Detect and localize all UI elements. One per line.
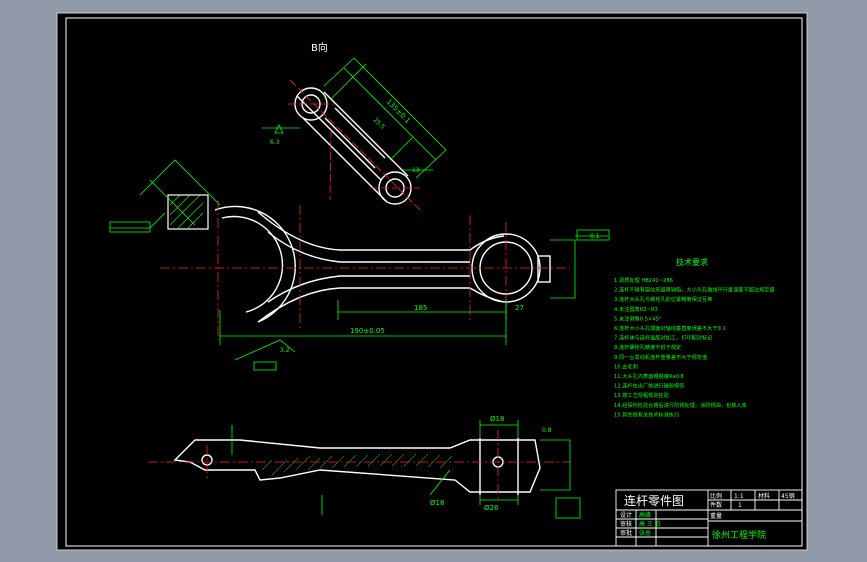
checker-label: 审核 bbox=[620, 520, 632, 528]
section-view-dims bbox=[231, 420, 571, 515]
drawing-name: 连杆零件图 bbox=[624, 493, 684, 508]
tech-requirement-line: 1.调质处理 HB241~286 bbox=[614, 276, 673, 284]
section-view-hatch bbox=[261, 453, 453, 476]
approver-label: 审批 bbox=[620, 529, 632, 537]
title-block: 连杆零件图 比例 1:1 材料 45钢 件数 1 重量 设计 高峰 审核 高 三… bbox=[615, 489, 803, 547]
material-label: 材料 bbox=[758, 492, 770, 500]
tech-requirement-line: 7.连杆体与连杆盖配对加工，打印配对标记 bbox=[614, 334, 712, 342]
dim-bottom-gap: Ø18 bbox=[430, 499, 444, 507]
title-block-grid bbox=[615, 489, 803, 547]
tech-requirement-line: 15.其余按有关技术标准执行 bbox=[614, 410, 679, 418]
tol-small: 0.8 bbox=[542, 427, 552, 434]
weight-label: 重量 bbox=[710, 512, 722, 520]
tech-requirement-line: 4.未注圆角R2~R3 bbox=[614, 305, 658, 313]
tol-main: 0.1 bbox=[590, 233, 600, 240]
checker-value: 高 三 石 bbox=[639, 520, 661, 528]
aux-view-dims bbox=[262, 57, 447, 179]
tech-requirement-line: 8.连杆螺栓孔精度不低于规定 bbox=[614, 343, 681, 351]
dim-bottom-small: Ø18 bbox=[490, 415, 504, 423]
section-view: Ø18 Ø26 Ø18 0.8 bbox=[148, 415, 581, 519]
tech-requirement-line: 3.连杆大头孔与螺栓孔的位置精度保证互换 bbox=[614, 295, 713, 303]
tech-requirement-line: 12.连杆在出厂前进行磁粉探伤 bbox=[614, 382, 685, 390]
dim-top-small: 13 bbox=[412, 167, 420, 174]
section-view-centerlines bbox=[148, 430, 570, 500]
tech-requirement-line: 11.大头孔内表面粗糙度Ra0.8 bbox=[614, 372, 684, 380]
dim-bottom-big: Ø26 bbox=[484, 504, 499, 512]
approver-value: 张总 bbox=[639, 529, 651, 537]
dim-mid-length: 185 bbox=[414, 304, 427, 312]
main-view: 190±0.05 185 27 3.2 0.1 bbox=[109, 159, 610, 371]
roughness-main: 3.2 bbox=[280, 347, 290, 354]
big-end-section bbox=[167, 194, 209, 230]
aux-view-centerlines bbox=[288, 79, 421, 211]
dim-center-distance: 190±0.05 bbox=[350, 327, 385, 335]
gdt-frame-section bbox=[555, 497, 581, 519]
designer-label: 设计 bbox=[620, 511, 632, 519]
tech-requirements: 技术要求 1.调质处理 HB241~286 2.连杆不得有裂纹夹层等缺陷，大小头孔… bbox=[614, 257, 775, 418]
tech-requirement-line: 10.去毛刺 bbox=[614, 362, 638, 370]
scale-value: 1:1 bbox=[734, 493, 744, 500]
school-name: 徐州工程学院 bbox=[712, 529, 766, 541]
roughness-aux: 6.3 bbox=[270, 139, 280, 146]
main-view-hatch bbox=[169, 194, 204, 229]
aux-view-b: B向 135±0.1 25.5 13 bbox=[262, 41, 447, 211]
qty-value: 1 bbox=[738, 502, 742, 509]
tech-requirements-title: 技术要求 bbox=[676, 257, 708, 267]
gdt-frame-left bbox=[109, 221, 151, 233]
tech-requirement-line: 6.连杆大小头孔端面对轴线垂直度误差不大于0.1 bbox=[614, 324, 726, 332]
tech-requirement-line: 13.按工艺规程规定检验 bbox=[614, 391, 670, 399]
material-value: 45钢 bbox=[781, 492, 795, 500]
qty-label: 件数 bbox=[710, 501, 722, 509]
tech-requirement-line: 2.连杆不得有裂纹夹层等缺陷，大小头孔轴线平行度误差不超过规定值 bbox=[614, 286, 775, 294]
main-view-dims bbox=[110, 159, 608, 361]
gdt-frame-right bbox=[576, 229, 610, 241]
tech-requirement-line: 5.未注倒角0.5×45° bbox=[614, 314, 662, 322]
tech-requirement-line: 9.同一台发动机连杆重量差不大于规定值 bbox=[614, 353, 707, 361]
main-view-outline bbox=[214, 205, 551, 323]
aux-view-label: B向 bbox=[311, 41, 328, 54]
inner-border bbox=[65, 17, 803, 547]
drawing-area bbox=[56, 12, 808, 551]
dim-small-width: 27 bbox=[515, 304, 524, 312]
tech-requirement-line: 14.经探伤检验合格后进行防锈处理，涂防锈油，包装入库 bbox=[614, 401, 747, 409]
designer-value: 高峰 bbox=[639, 511, 651, 519]
scale-label: 比例 bbox=[710, 492, 722, 500]
tech-requirements-list: 1.调质处理 HB241~286 2.连杆不得有裂纹夹层等缺陷，大小头孔轴线平行度… bbox=[614, 276, 775, 418]
gdt-frame-bottom bbox=[253, 361, 277, 371]
